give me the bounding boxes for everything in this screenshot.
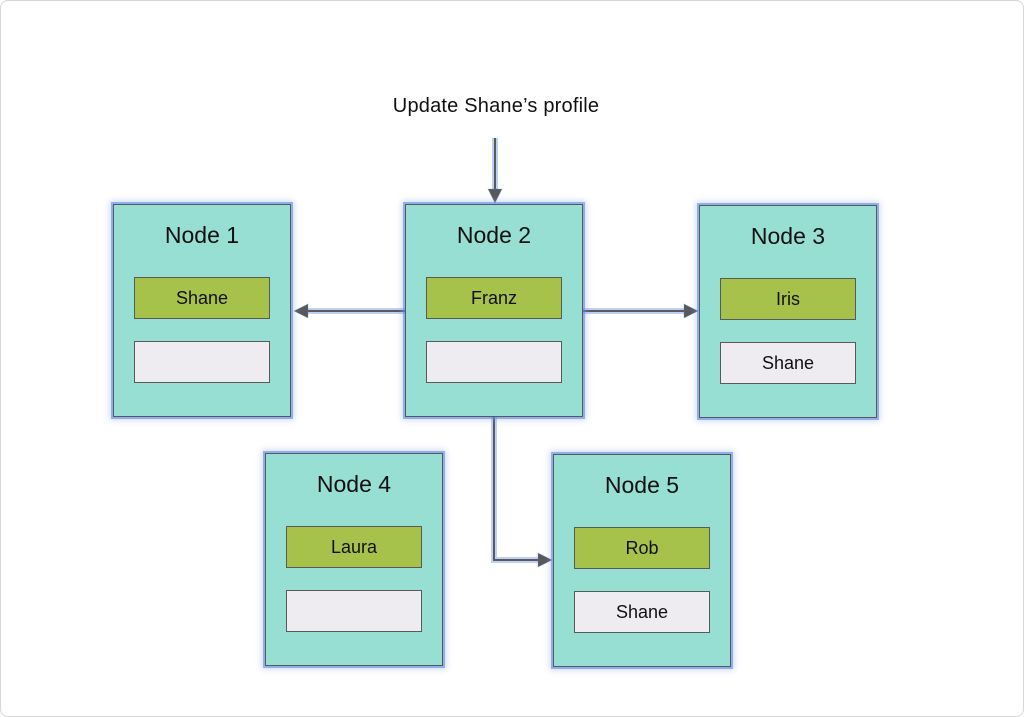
node-1-primary-slot: Shane — [134, 277, 270, 319]
diagram-title: Update Shane’s profile — [392, 95, 600, 117]
node-1-title: Node 1 — [164, 222, 240, 248]
node-3-title: Node 3 — [750, 223, 826, 249]
node-2-secondary-slot — [426, 341, 562, 383]
edge-node2-to-node1 — [292, 303, 405, 319]
node-5-primary-slot: Rob — [574, 527, 710, 569]
node-2-title: Node 2 — [456, 222, 532, 248]
node-4-secondary-slot — [286, 590, 422, 632]
edge-node2-to-node5 — [491, 415, 554, 568]
node-5-title: Node 5 — [604, 472, 680, 498]
node-5: Node 5 Rob Shane — [553, 454, 731, 667]
node-2: Node 2 Franz — [405, 204, 583, 417]
node-4: Node 4 Laura — [265, 453, 443, 666]
node-4-primary-slot: Laura — [286, 526, 422, 568]
node-4-title: Node 4 — [316, 471, 392, 497]
edge-node2-to-node3 — [583, 303, 700, 319]
node-1-secondary-slot — [134, 341, 270, 383]
node-1: Node 1 Shane — [113, 204, 291, 417]
node-3: Node 3 Iris Shane — [699, 205, 877, 418]
node-2-primary-slot: Franz — [426, 277, 562, 319]
edge-title-to-node2 — [487, 138, 503, 205]
node-5-secondary-slot: Shane — [574, 591, 710, 633]
node-3-secondary-slot: Shane — [720, 342, 856, 384]
node-3-primary-slot: Iris — [720, 278, 856, 320]
